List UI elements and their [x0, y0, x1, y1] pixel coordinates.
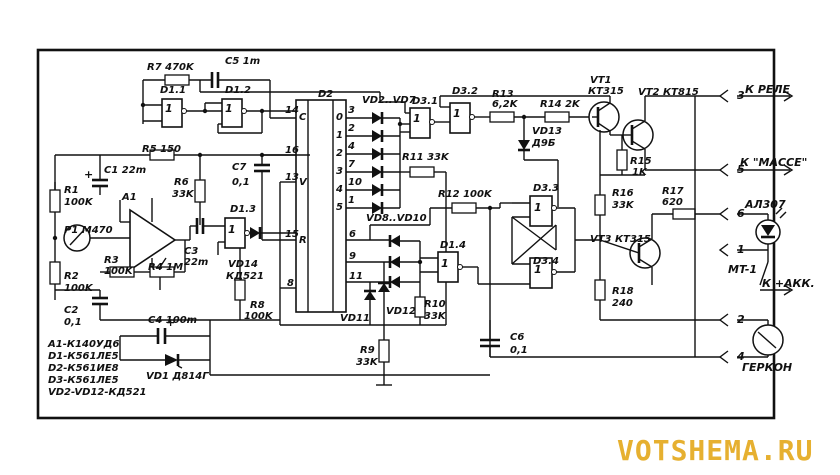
vd12-diode — [378, 283, 390, 292]
svg-text:1: 1 — [534, 263, 542, 276]
r12-resistor — [451, 202, 477, 214]
r2-resistor — [49, 261, 61, 285]
d3-3-gate — [529, 195, 553, 227]
r1-resistor — [49, 189, 61, 213]
r6-resistor — [194, 179, 206, 203]
svg-text:1: 1 — [228, 223, 236, 236]
svg-text:1: 1 — [413, 112, 421, 125]
r9-resistor — [378, 339, 390, 363]
vd11-diode — [364, 291, 376, 300]
r5-resistor — [149, 149, 175, 161]
svg-text:1: 1 — [453, 107, 461, 120]
gerkon-reed-switch — [752, 324, 784, 356]
r4-potentiometer — [149, 266, 175, 278]
d2-counter — [295, 99, 347, 313]
r14-resistor — [544, 111, 570, 123]
vd1-zener — [165, 354, 178, 366]
terminal-connectors — [718, 89, 729, 364]
a1-opamp — [129, 208, 177, 272]
svg-text:+: + — [84, 168, 93, 181]
r3-resistor — [109, 266, 135, 278]
r10-resistor — [414, 296, 426, 318]
vd14-diode — [250, 227, 260, 239]
vd8-vd10-diodes — [388, 235, 400, 288]
r8-resistor — [234, 279, 246, 301]
r15-resistor — [616, 149, 628, 171]
r16-resistor — [594, 194, 606, 216]
svg-text:+: + — [166, 316, 175, 329]
svg-text:1: 1 — [225, 102, 233, 115]
r18-resistor — [594, 279, 606, 301]
r7-resistor — [164, 74, 190, 86]
svg-text:1: 1 — [441, 257, 449, 270]
r13-resistor — [489, 111, 515, 123]
r11-resistor — [409, 166, 435, 178]
vd13-diode — [518, 140, 530, 150]
al307-led — [755, 207, 787, 245]
vt3-transistor — [629, 237, 661, 269]
vt1-transistor — [588, 101, 620, 133]
r17-resistor — [672, 208, 696, 220]
svg-text:1: 1 — [534, 201, 542, 214]
mt1-switch — [759, 261, 769, 286]
vd2-vd7-diodes — [372, 112, 384, 214]
svg-text:1: 1 — [165, 102, 173, 115]
